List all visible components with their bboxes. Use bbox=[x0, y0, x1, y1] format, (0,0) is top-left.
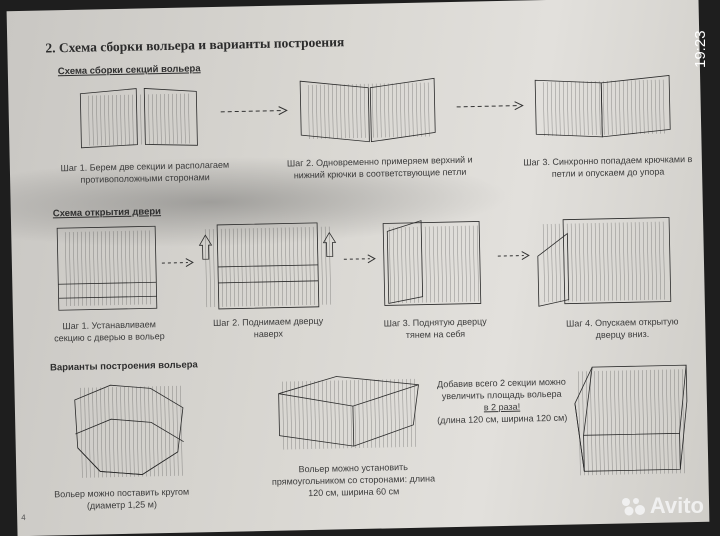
variant-rect-caption: Вольер можно установить прямоугольником … bbox=[271, 462, 436, 499]
variant-extended-line1: Добавив всего 2 секции можно увеличить п… bbox=[436, 376, 566, 402]
door-step3-figure bbox=[382, 220, 482, 306]
door-step2-figure bbox=[198, 222, 337, 310]
variant-extended-dims: (длина 120 см, ширина 120 см) bbox=[437, 412, 568, 426]
assembly-step1-caption: Шаг 1. Берем две секции и располагаем пр… bbox=[60, 159, 230, 185]
variants-heading: Варианты построения вольера bbox=[49, 359, 198, 374]
variant-extended-figure bbox=[574, 364, 688, 476]
avito-watermark: Avito bbox=[620, 493, 704, 519]
door-step2-caption: Шаг 2. Поднимаем дверцу наверх bbox=[213, 315, 324, 340]
instruction-sheet: 2. Схема сборки вольера и варианты постр… bbox=[6, 0, 710, 536]
door-heading: Схема открытия двери bbox=[52, 206, 162, 220]
assembly-step3-caption: Шаг 3. Синхронно попадаем крючками в пет… bbox=[523, 153, 693, 179]
page-number: 4 bbox=[21, 513, 26, 523]
arrow-1 bbox=[220, 106, 288, 116]
variant-round-figure bbox=[74, 384, 184, 478]
variant-extended-emph: в 2 раза! bbox=[483, 401, 521, 413]
arrow-4 bbox=[343, 254, 376, 264]
status-bar-time: 19:23 bbox=[692, 30, 709, 68]
avito-logo-icon bbox=[621, 498, 645, 516]
door-step1-figure bbox=[56, 225, 158, 311]
avito-watermark-text: Avito bbox=[649, 493, 704, 518]
arrow-5 bbox=[497, 251, 530, 260]
section-title: 2. Схема сборки вольера и варианты постр… bbox=[45, 34, 345, 56]
variant-extended-caption: Добавив всего 2 секции можно увеличить п… bbox=[426, 375, 577, 426]
door-step1-caption: Шаг 1. Устанавливаем секцию с дверью в в… bbox=[54, 319, 165, 344]
assembly-step1-figure bbox=[79, 88, 198, 149]
assembly-heading: Схема сборки секций вольера bbox=[57, 63, 201, 78]
door-step4-figure bbox=[537, 217, 672, 307]
assembly-step2-caption: Шаг 2. Одновременно примеряем верхний и … bbox=[286, 154, 473, 181]
arrow-2 bbox=[456, 101, 524, 111]
door-step4-caption: Шаг 4. Опускаем открытую дверцу вниз. bbox=[565, 316, 679, 341]
arrow-3 bbox=[161, 258, 194, 268]
assembly-step2-figure bbox=[299, 77, 436, 143]
variant-round-caption: Вольер можно поставить кругом (диаметр 1… bbox=[54, 486, 190, 511]
variant-rect-figure bbox=[278, 376, 419, 450]
assembly-step3-figure bbox=[534, 74, 671, 138]
door-step3-caption: Шаг 3. Поднятую дверцу тянем на себя bbox=[383, 316, 487, 341]
